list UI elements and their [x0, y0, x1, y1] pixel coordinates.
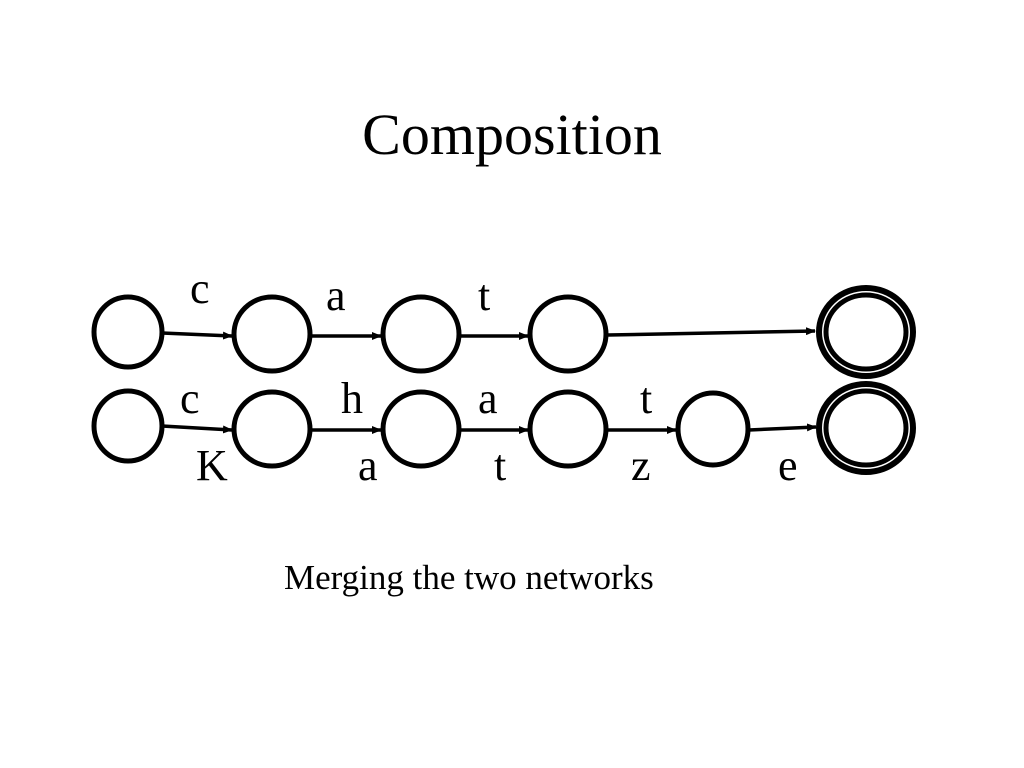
bottom-lower-label-e: e: [778, 441, 798, 490]
bottom-lower-label-K: K: [196, 441, 228, 490]
bottom-state-0: [91, 388, 165, 464]
top-label-t: t: [478, 271, 490, 320]
bottom-final-state: [816, 381, 916, 475]
top-final-state: [816, 285, 916, 379]
bottom-state-4: [675, 390, 751, 468]
bottom-arc-4: [748, 423, 817, 432]
bottom-upper-label-a: a: [478, 374, 498, 423]
top-state-3: [527, 294, 609, 374]
bottom-upper-label-t: t: [640, 374, 652, 423]
top-state-0: [91, 294, 165, 370]
bottom-upper-label-c: c: [180, 374, 200, 423]
bottom-state-1: [231, 389, 313, 469]
bottom-state-3: [527, 389, 609, 469]
bottom-state-2: [380, 389, 462, 469]
bottom-lower-label-a: a: [358, 441, 378, 490]
caption: Merging the two networks: [284, 558, 654, 597]
top-arc-3: [607, 327, 816, 337]
top-state-1: [231, 294, 313, 374]
top-arc-0: [161, 331, 233, 340]
top-label-a: a: [326, 271, 346, 320]
top-label-c: c: [190, 264, 210, 313]
bottom-lower-label-t: t: [494, 441, 506, 490]
bottom-upper-label-h: h: [341, 374, 363, 423]
bottom-lower-label-z: z: [631, 441, 651, 490]
top-state-2: [380, 294, 462, 374]
slide-title: Composition: [362, 102, 662, 167]
bottom-arc-0: [161, 424, 233, 434]
